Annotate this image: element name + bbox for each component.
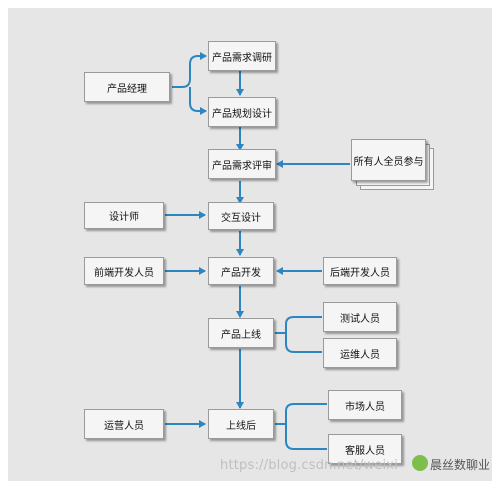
node-label: 设计师 bbox=[109, 212, 139, 223]
node-backend-dev: 后端开发人员 bbox=[323, 257, 397, 285]
manager-bracket bbox=[172, 52, 207, 88]
node-customer-service: 客服人员 bbox=[328, 434, 402, 464]
node-label: 产品规划设计 bbox=[212, 108, 272, 120]
node-testers: 测试人员 bbox=[323, 302, 397, 332]
node-label: 产品需求调研 bbox=[212, 52, 272, 64]
node-requirement-review: 产品需求评审 bbox=[208, 149, 276, 179]
node-label: 所有人全员参与 bbox=[353, 156, 424, 168]
launch-bracket-lower bbox=[285, 333, 322, 353]
node-all-staff: 所有人全员参与 bbox=[351, 139, 426, 181]
launch-bracket bbox=[275, 316, 322, 334]
node-label: 产品上线 bbox=[221, 329, 261, 341]
node-ops-staff: 运维人员 bbox=[323, 338, 397, 368]
node-label: 客服人员 bbox=[345, 445, 385, 457]
node-product-planning: 产品规划设计 bbox=[208, 97, 276, 127]
watermark-url: https://blog.csdn.net/weixi bbox=[220, 458, 399, 473]
node-product-dev: 产品开发 bbox=[208, 257, 274, 285]
wechat-logo-icon bbox=[412, 455, 428, 471]
node-label: 运维人员 bbox=[340, 349, 380, 361]
node-label: 产品需求评审 bbox=[212, 160, 272, 172]
node-product-launch: 产品上线 bbox=[208, 318, 274, 348]
node-label: 交互设计 bbox=[221, 212, 261, 224]
watermark-badge-text: 晨丝数聊业 bbox=[430, 458, 491, 472]
node-product-research: 产品需求调研 bbox=[208, 41, 276, 71]
post-bracket bbox=[275, 403, 327, 425]
node-post-launch: 上线后 bbox=[208, 409, 274, 439]
node-label: 产品经理 bbox=[107, 83, 147, 95]
post-bracket-lower bbox=[285, 424, 327, 450]
manager-bracket-lower bbox=[189, 87, 207, 115]
watermark-badge: 晨丝数聊业 bbox=[412, 452, 492, 476]
node-label: 运营人员 bbox=[104, 420, 144, 432]
node-label: 产品开发 bbox=[221, 267, 261, 279]
node-label: 市场人员 bbox=[345, 401, 385, 413]
node-designer: 设计师 bbox=[84, 202, 164, 229]
node-interaction-design: 交互设计 bbox=[208, 202, 274, 230]
node-label: 后端开发人员 bbox=[330, 267, 390, 279]
node-marketing: 市场人员 bbox=[328, 390, 402, 420]
node-product-manager: 产品经理 bbox=[84, 72, 170, 102]
node-label: 前端开发人员 bbox=[94, 267, 154, 279]
node-label: 测试人员 bbox=[340, 313, 380, 325]
node-frontend-dev: 前端开发人员 bbox=[84, 257, 164, 285]
node-label: 上线后 bbox=[226, 420, 256, 432]
node-operations: 运营人员 bbox=[84, 409, 164, 439]
